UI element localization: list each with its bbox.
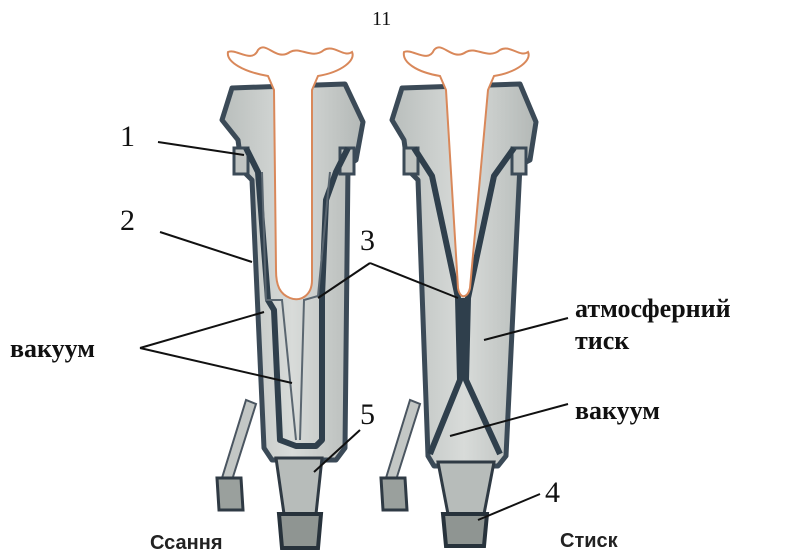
label-atm-line2: тиск — [575, 328, 629, 354]
leader-1 — [158, 142, 244, 155]
label-4: 4 — [545, 478, 560, 508]
caption-right: Стиск — [560, 531, 618, 551]
label-atm-line1: атмосферний — [575, 296, 731, 322]
label-5: 5 — [360, 400, 375, 430]
label-vacuum-left: вакуум — [10, 336, 95, 362]
right-liner-closed-section — [460, 298, 466, 380]
leader-vacuum-left-a — [140, 312, 264, 348]
label-3: 3 — [360, 226, 375, 256]
right-side-tube — [386, 400, 420, 480]
label-1: 1 — [120, 122, 135, 152]
right-side-tube-nozzle — [381, 478, 407, 510]
leader-2 — [160, 232, 252, 262]
label-2: 2 — [120, 206, 135, 236]
left-short-milk-tube — [276, 458, 322, 514]
caption-left: Ссання — [150, 533, 223, 553]
page-number: 11 — [372, 9, 391, 29]
right-short-milk-tube — [438, 462, 494, 514]
label-vacuum-right: вакуум — [575, 398, 660, 424]
left-teat-cup — [217, 47, 363, 548]
left-side-tube-nozzle — [217, 478, 243, 510]
right-teat-cup — [381, 47, 536, 546]
left-short-milk-tube-nozzle — [279, 514, 321, 548]
left-side-tube — [222, 400, 256, 480]
